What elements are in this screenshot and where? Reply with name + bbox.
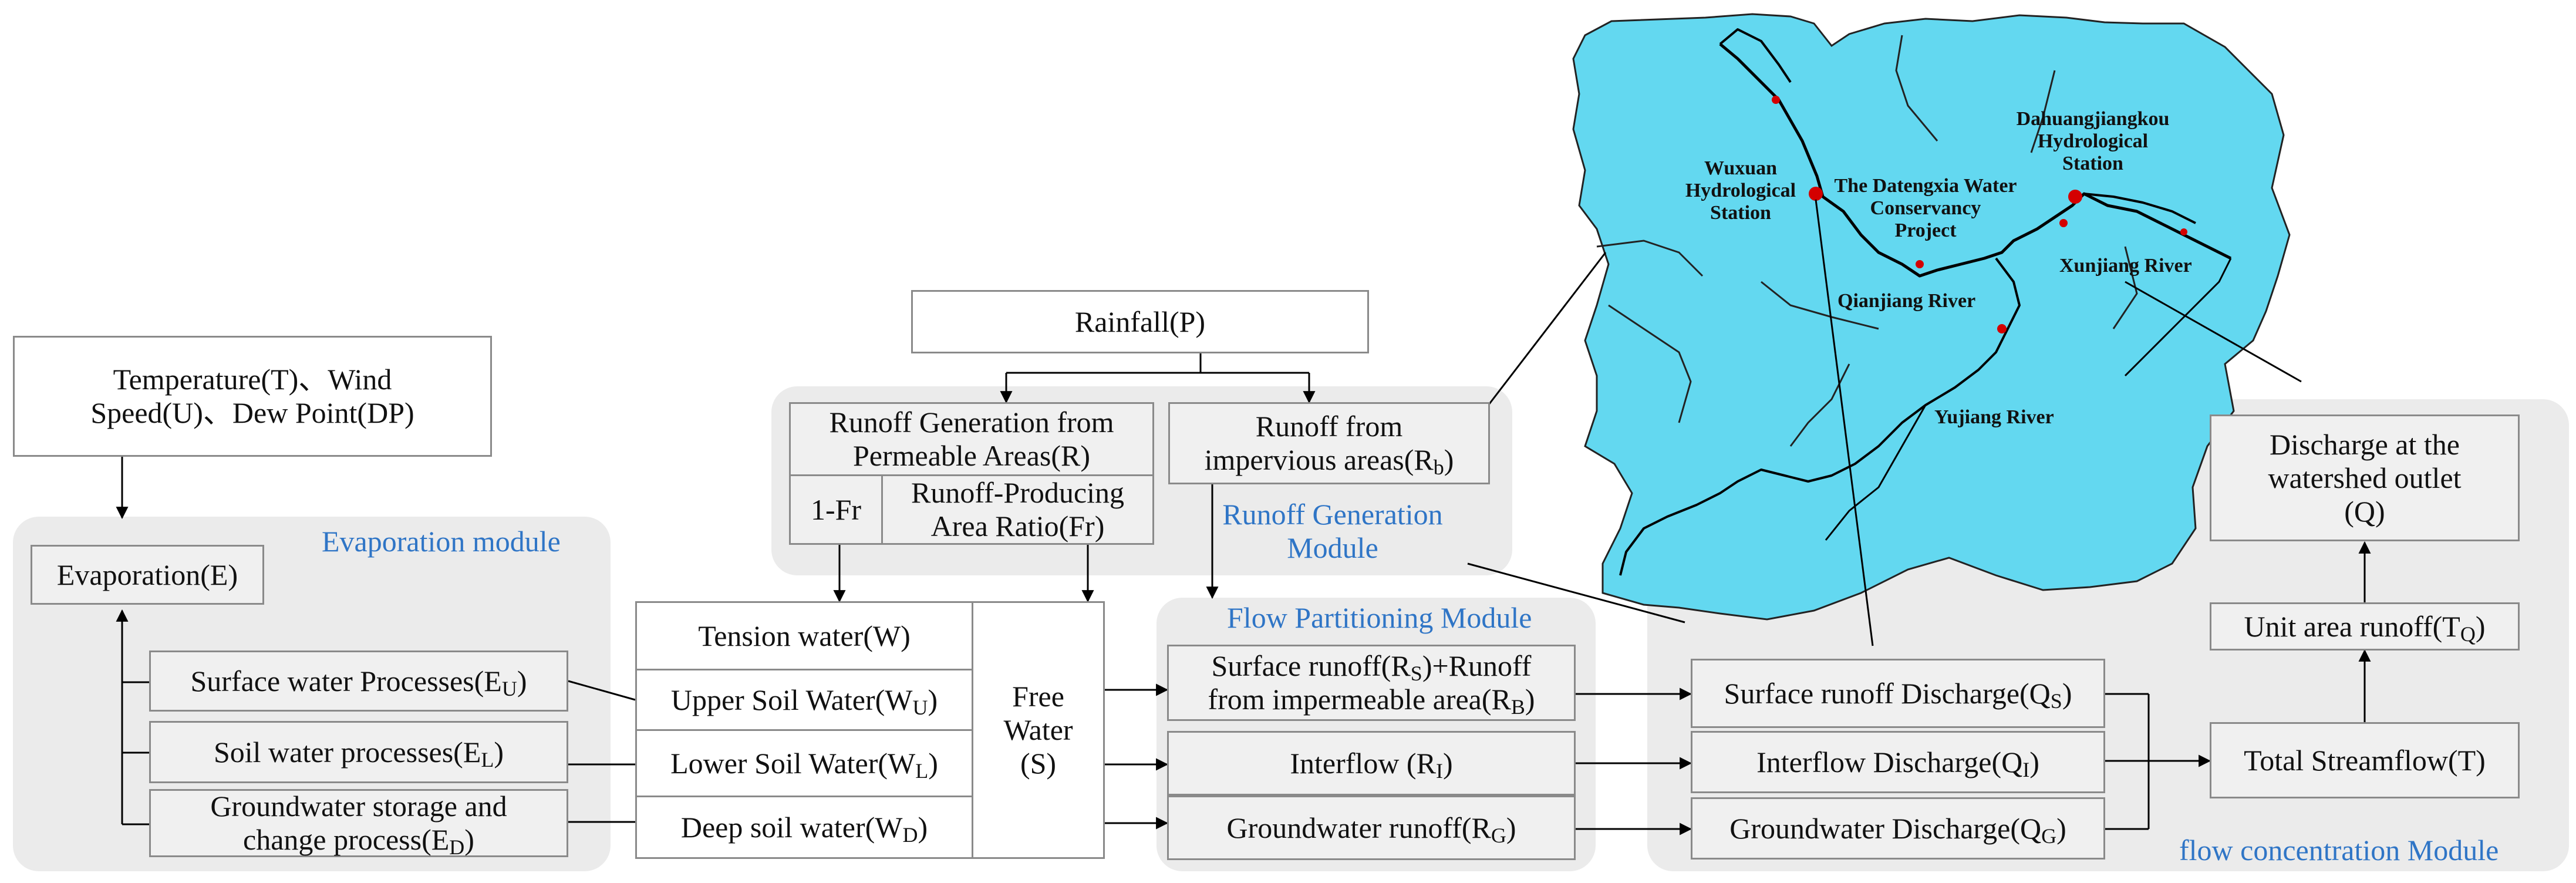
upper-soil-water-box: Upper Soil Water(WU) — [635, 669, 973, 731]
impervious-areas-runoff-box: Runoff from impervious areas(Rb) — [1168, 402, 1490, 484]
evaporation-module-label: Evaporation module — [322, 525, 561, 558]
tension-water-box: Tension water(W) — [635, 601, 973, 670]
main-river — [1719, 43, 2232, 278]
interflow-discharge-box: Interflow Discharge(QI) — [1691, 731, 2105, 793]
upper-river — [1719, 28, 1792, 83]
rainfall-box: Rainfall(P) — [911, 290, 1369, 353]
evaporation-box: Evaporation(E) — [31, 545, 264, 605]
groundwater-discharge-box: Groundwater Discharge(QG) — [1691, 797, 2105, 860]
watershed-area — [1572, 13, 2291, 621]
station-markers — [1772, 96, 2187, 333]
surface-runoff-discharge-box: Surface runoff Discharge(QS) — [1691, 659, 2105, 728]
subbasin-boundaries — [1596, 35, 2138, 447]
wuxuan-station-dot — [1809, 187, 1823, 201]
unit-area-runoff-box: Unit area runoff(TQ) — [2210, 602, 2520, 651]
surface-water-processes-box: Surface water Processes(EU) — [149, 651, 568, 712]
flow-partitioning-module-label: Flow Partitioning Module — [1227, 601, 1532, 634]
groundwater-storage-process-box: Groundwater storage and change process(E… — [149, 789, 568, 858]
surface-runoff-box: Surface runoff(RS)+Runoff from impermeab… — [1167, 645, 1576, 721]
yujiang-river — [1619, 257, 2021, 576]
tributary-east — [2124, 258, 2232, 377]
groundwater-runoff-box: Groundwater runoff(RG) — [1167, 796, 1576, 860]
interflow-box: Interflow (RI) — [1167, 731, 1576, 796]
dahuangjiangkou-station-dot — [2068, 190, 2082, 204]
xunjiang-river — [2083, 193, 2196, 224]
qianjiang-river-label: Qianjiang River — [1837, 290, 1976, 312]
yujiang-river-label: Yujiang River — [1934, 406, 2054, 428]
lower-soil-water-box: Lower Soil Water(WL) — [635, 729, 973, 797]
one-minus-fr-box: 1-Fr — [789, 474, 883, 545]
soil-water-processes-box: Soil water processes(EL) — [149, 721, 568, 783]
deep-soil-water-box: Deep soil water(WD) — [635, 796, 973, 859]
xunjiang-river-label: Xunjiang River — [2059, 255, 2192, 277]
total-streamflow-box: Total Streamflow(T) — [2210, 722, 2520, 798]
flow-concentration-module-label: flow concentration Module — [2179, 834, 2499, 867]
tributary-south — [1825, 405, 1927, 541]
